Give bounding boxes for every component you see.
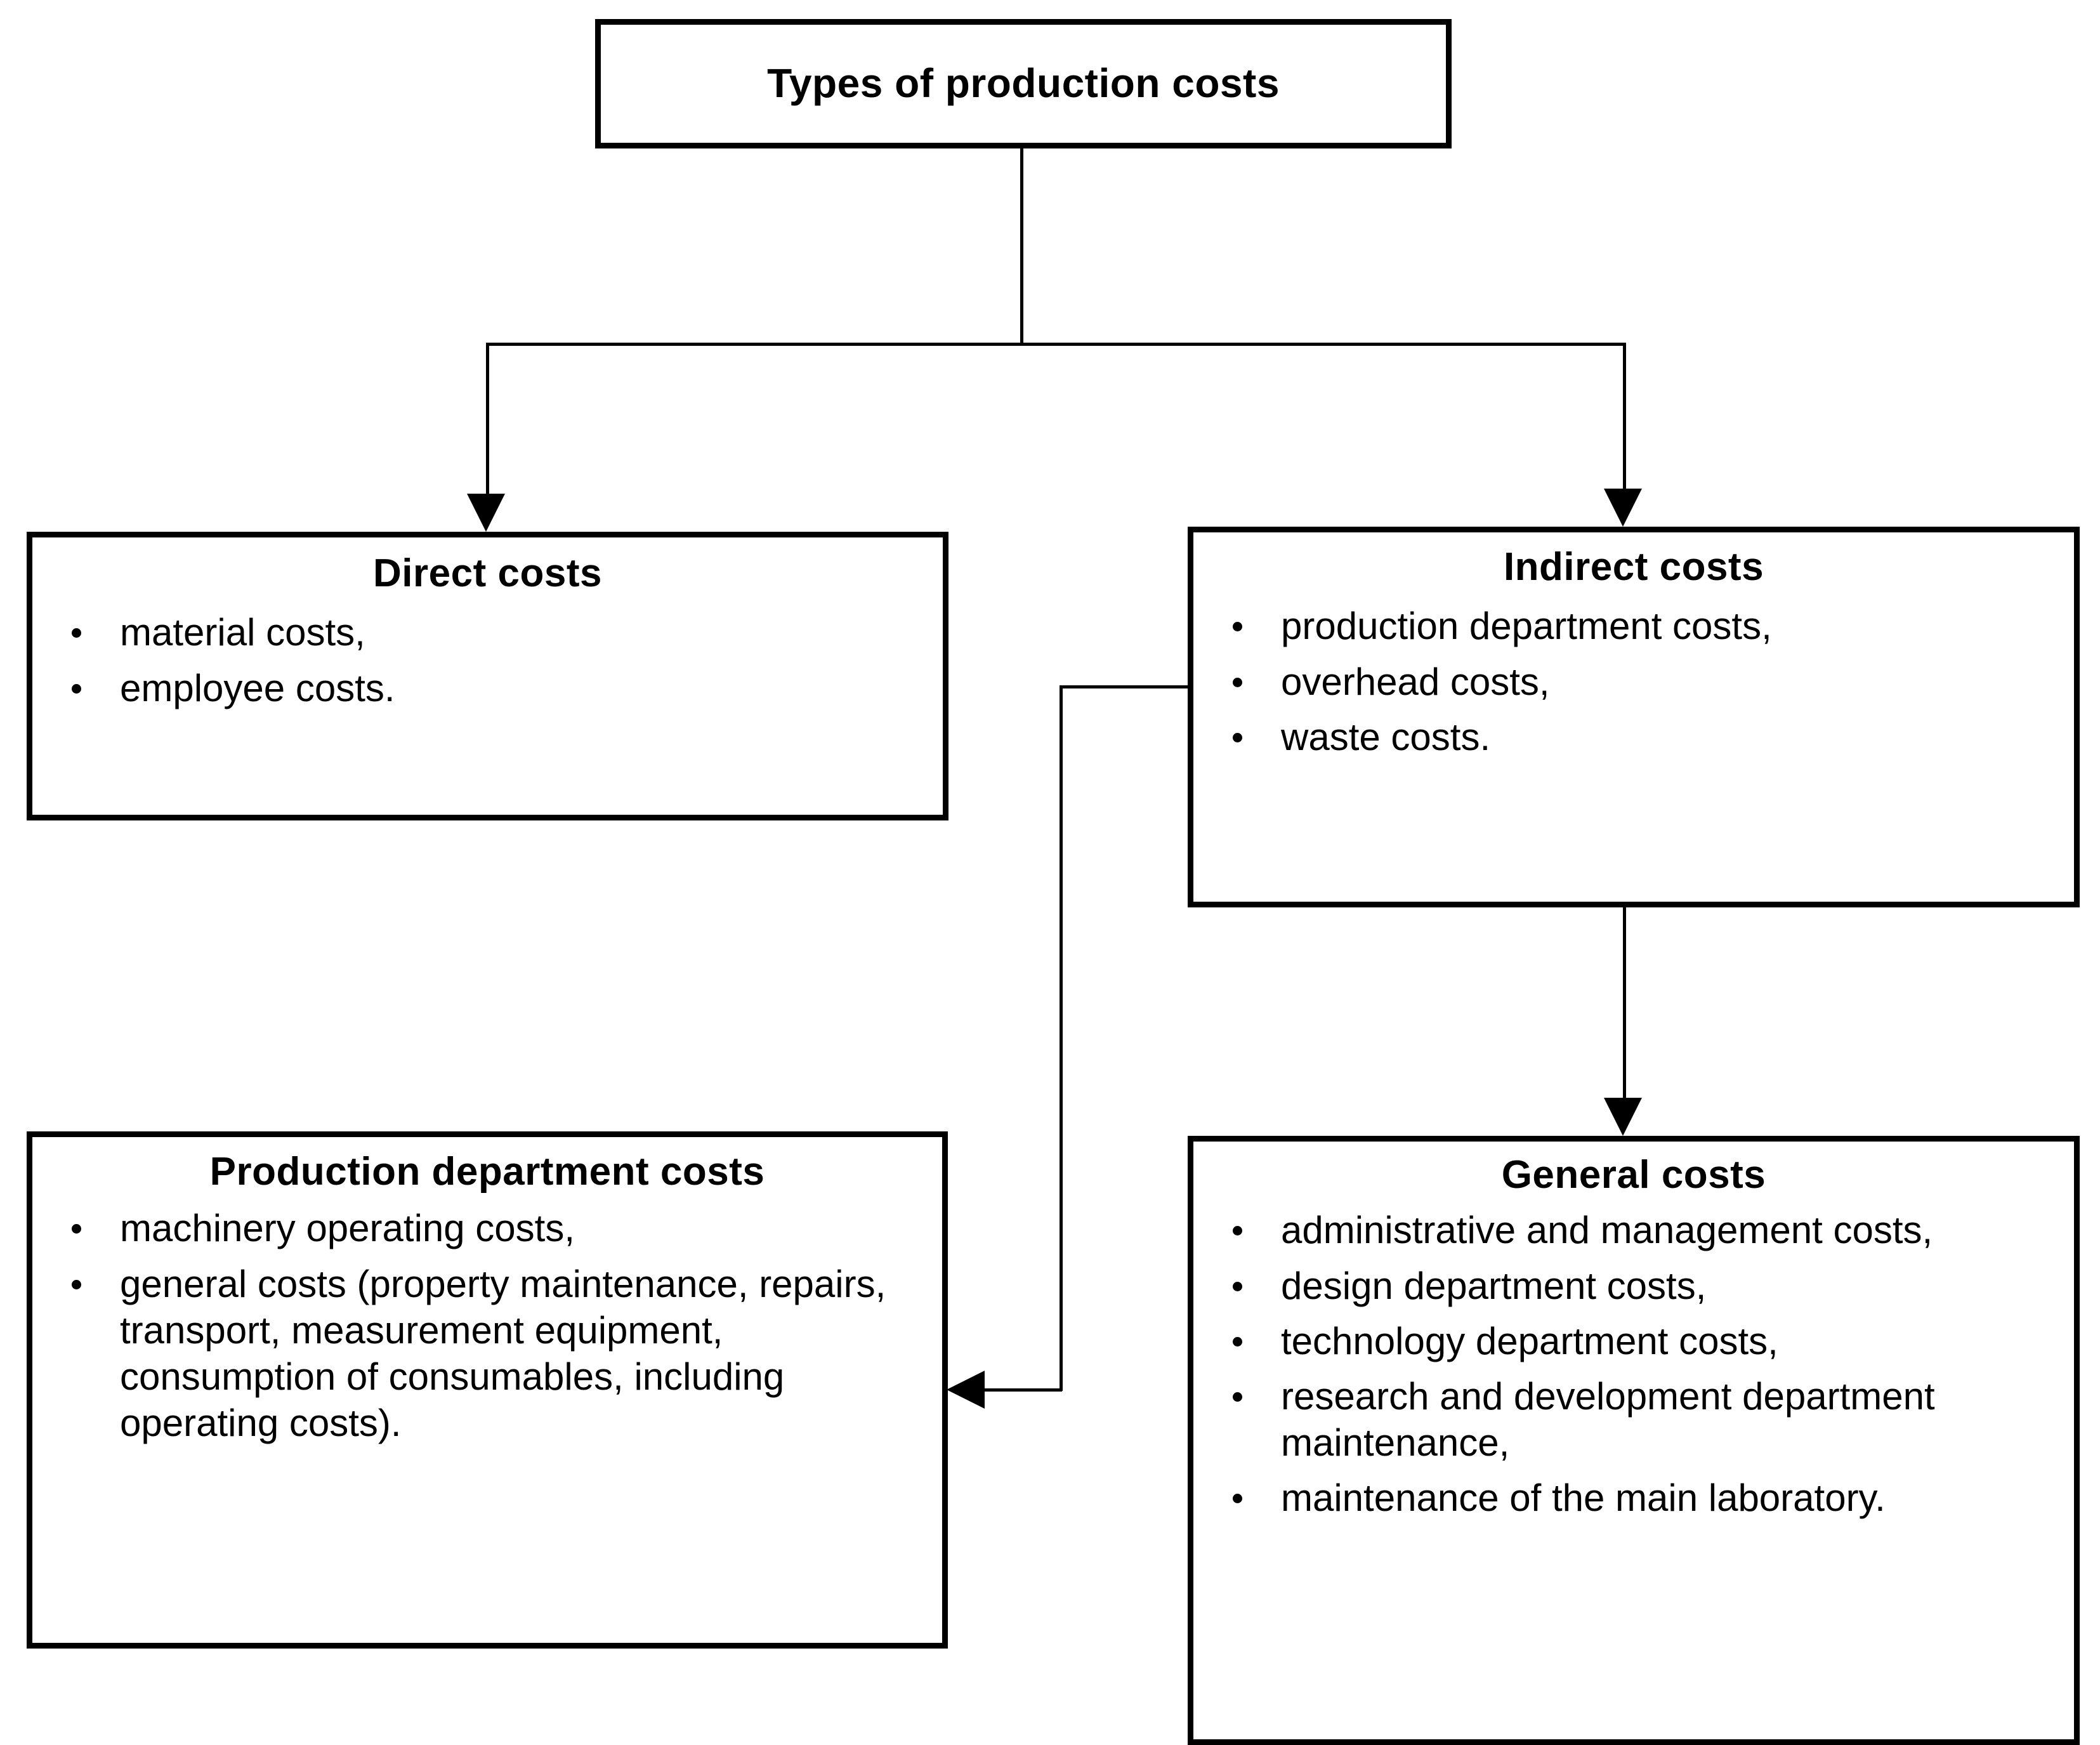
- arrowhead-down-icon-general: [1604, 1098, 1642, 1136]
- arrowhead-left-icon-production: [947, 1371, 985, 1409]
- list-item: research and development department main…: [1193, 1373, 2074, 1466]
- node-direct-costs[interactable]: Direct costs material costs, employee co…: [27, 532, 948, 820]
- node-direct-list: material costs, employee costs.: [32, 609, 943, 711]
- connector-indirect-to-general: [1623, 907, 1626, 1099]
- list-item: maintenance of the main laboratory.: [1193, 1475, 2074, 1521]
- node-types-of-production-costs[interactable]: Types of production costs: [595, 19, 1452, 148]
- node-general-list: administrative and management costs, des…: [1193, 1207, 2074, 1521]
- list-item: administrative and management costs,: [1193, 1207, 2074, 1253]
- list-item: waste costs.: [1193, 714, 2074, 760]
- node-production-list: machinery operating costs, general costs…: [32, 1205, 942, 1446]
- node-indirect-list: production department costs, overhead co…: [1193, 603, 2074, 760]
- node-indirect-title: Indirect costs: [1503, 545, 1764, 589]
- connector-root-to-direct: [486, 343, 489, 495]
- node-indirect-costs[interactable]: Indirect costs production department cos…: [1188, 527, 2080, 907]
- connector-split-bar: [486, 343, 1626, 346]
- list-item: general costs (property maintenance, rep…: [32, 1261, 942, 1447]
- connector-indirect-to-production-bottom: [985, 1388, 1062, 1392]
- node-general-costs[interactable]: General costs administrative and managem…: [1188, 1136, 2080, 1745]
- list-item: production department costs,: [1193, 603, 2074, 649]
- list-item: material costs,: [32, 609, 943, 655]
- node-general-title: General costs: [1501, 1153, 1766, 1197]
- arrowhead-down-icon-indirect: [1604, 489, 1642, 527]
- node-root-title: Types of production costs: [767, 60, 1280, 107]
- connector-indirect-to-production-vertical: [1060, 685, 1063, 1391]
- connector-root-to-indirect: [1623, 343, 1626, 490]
- connector-indirect-to-production-top: [1060, 685, 1189, 688]
- list-item: technology department costs,: [1193, 1318, 2074, 1364]
- list-item: employee costs.: [32, 665, 943, 711]
- node-production-department-costs[interactable]: Production department costs machinery op…: [27, 1131, 948, 1649]
- list-item: overhead costs,: [1193, 659, 2074, 705]
- node-production-title: Production department costs: [209, 1150, 765, 1194]
- arrowhead-down-icon-direct: [467, 494, 505, 532]
- list-item: design department costs,: [1193, 1263, 2074, 1309]
- connector-root-stem: [1020, 148, 1023, 344]
- list-item: machinery operating costs,: [32, 1205, 942, 1251]
- node-direct-title: Direct costs: [373, 551, 602, 595]
